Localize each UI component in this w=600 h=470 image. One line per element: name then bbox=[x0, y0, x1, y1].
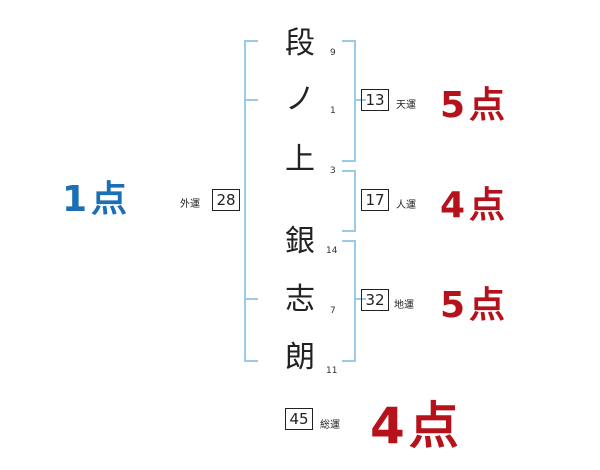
souun-label: 総運 bbox=[320, 420, 340, 431]
name-char-2: ノ bbox=[285, 82, 315, 117]
gaiun-value: 28 bbox=[212, 189, 240, 211]
bracket-tick bbox=[354, 99, 366, 101]
jinun-label: 人運 bbox=[396, 200, 416, 211]
stroke-count-2: 1 bbox=[330, 106, 336, 116]
tenun-bracket bbox=[342, 40, 356, 162]
bracket-tick bbox=[354, 298, 366, 300]
stroke-count-5: 7 bbox=[330, 306, 336, 316]
souun-score: 4点 bbox=[370, 397, 463, 455]
stroke-count-4: 14 bbox=[326, 246, 338, 256]
bracket-tick bbox=[246, 298, 258, 300]
tenun-score: 5点 bbox=[440, 85, 510, 126]
chiun-label: 地運 bbox=[394, 300, 414, 311]
souun-value: 45 bbox=[285, 408, 313, 430]
tenun-value: 13 bbox=[361, 89, 389, 111]
chiun-value: 32 bbox=[361, 289, 389, 311]
chiun-score: 5点 bbox=[440, 285, 510, 326]
name-char-4: 銀 bbox=[285, 224, 315, 259]
bracket-tick bbox=[246, 99, 258, 101]
name-char-5: 志 bbox=[285, 282, 315, 317]
tenun-label: 天運 bbox=[396, 100, 416, 111]
jinun-score: 4点 bbox=[440, 185, 510, 226]
chiun-bracket bbox=[342, 240, 356, 362]
gaiun-score: 1点 bbox=[62, 179, 132, 220]
gaiun-label: 外運 bbox=[180, 199, 200, 210]
jinun-bracket bbox=[342, 170, 356, 232]
gaiun-bracket bbox=[244, 40, 258, 362]
stroke-count-1: 9 bbox=[330, 48, 336, 58]
name-char-1: 段 bbox=[285, 26, 315, 61]
stroke-count-3: 3 bbox=[330, 166, 336, 176]
jinun-value: 17 bbox=[361, 189, 389, 211]
name-char-3: 上 bbox=[285, 142, 315, 177]
stroke-count-6: 11 bbox=[326, 366, 338, 376]
name-char-6: 朗 bbox=[285, 340, 315, 375]
